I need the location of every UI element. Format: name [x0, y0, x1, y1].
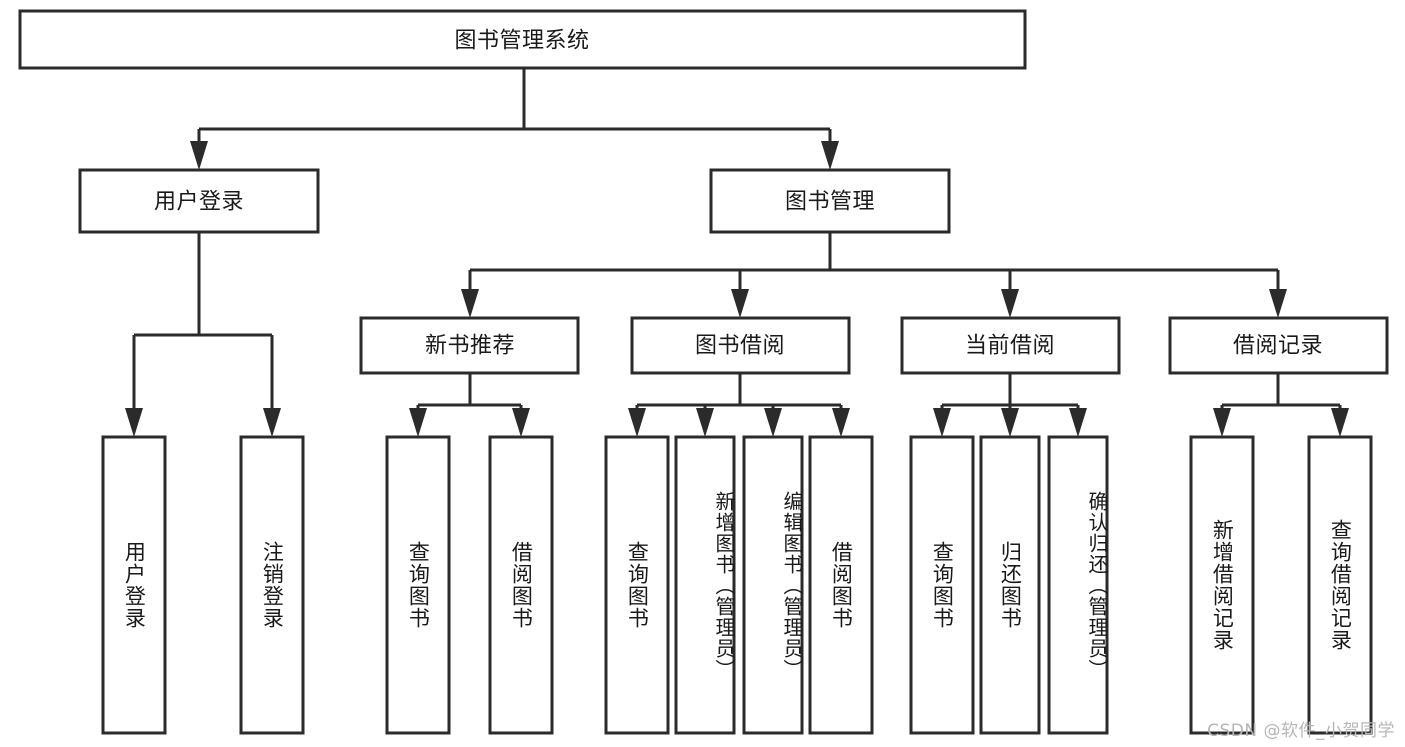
node-book-borrow[interactable]: 图书借阅	[630, 316, 851, 375]
arrow-head-book-borrow	[731, 289, 749, 318]
arrow-head-leaf-query-book-3	[933, 408, 951, 437]
connector-current-borrow-to-leaves	[933, 373, 1087, 437]
arrow-head-leaf-borrow-book-2	[832, 408, 850, 437]
node-root-box[interactable]	[18, 9, 1027, 70]
node-leaf-borrow-book-2-box[interactable]	[808, 435, 874, 735]
arrow-head-book-management	[821, 141, 839, 170]
node-book-management-label: 图书管理	[785, 190, 875, 215]
arrow-head-leaf-query-book-2	[628, 408, 646, 437]
connector-root-to-tier2	[190, 68, 839, 170]
connector-book-management-to-tier3	[461, 232, 1287, 318]
arrow-head-leaf-edit-book	[764, 408, 782, 437]
node-current-borrow-box[interactable]	[900, 316, 1121, 375]
node-new-book-recommend-box[interactable]	[359, 316, 580, 375]
connector-borrow-record-to-leaves	[1213, 373, 1349, 437]
arrow-head-leaf-query-book-1	[409, 408, 427, 437]
node-book-management-box[interactable]	[709, 168, 951, 234]
leaf-boxes	[101, 435, 1373, 735]
node-book-borrow-label: 图书借阅	[695, 334, 785, 359]
node-leaf-query-book-1-box[interactable]	[385, 435, 451, 735]
node-leaf-add-record-box[interactable]	[1189, 435, 1255, 735]
arrow-head-leaf-confirm-return	[1069, 408, 1087, 437]
arrow-head-leaf-user-login	[125, 408, 143, 437]
node-borrow-record[interactable]: 借阅记录	[1168, 316, 1389, 375]
node-root[interactable]: 图书管理系统	[18, 9, 1027, 70]
arrow-head-leaf-add-record	[1213, 408, 1231, 437]
node-borrow-record-label: 借阅记录	[1233, 334, 1323, 359]
node-leaf-confirm-return-box[interactable]	[1047, 435, 1109, 735]
arrow-head-leaf-add-book	[696, 408, 714, 437]
arrow-head-leaf-query-record	[1331, 408, 1349, 437]
connector-new-book-recommend-to-leaves	[409, 373, 530, 437]
arrow-head-leaf-return-book	[1001, 408, 1019, 437]
node-leaf-query-record-box[interactable]	[1307, 435, 1373, 735]
node-user-login-box[interactable]	[78, 168, 320, 234]
node-leaf-add-book-box[interactable]	[674, 435, 736, 735]
node-root-label: 图书管理系统	[454, 29, 589, 54]
node-user-login[interactable]: 用户登录	[78, 168, 320, 234]
node-borrow-record-box[interactable]	[1168, 316, 1389, 375]
node-leaf-return-book-box[interactable]	[979, 435, 1041, 735]
node-current-borrow[interactable]: 当前借阅	[900, 316, 1121, 375]
arrow-head-current-borrow	[1001, 289, 1019, 318]
arrow-head-user-login	[190, 141, 208, 170]
node-leaf-user-login-box[interactable]	[101, 435, 167, 735]
node-new-book-recommend-label: 新书推荐	[425, 334, 515, 359]
node-book-management[interactable]: 图书管理	[709, 168, 951, 234]
node-new-book-recommend[interactable]: 新书推荐	[359, 316, 580, 375]
connector-book-borrow-to-leaves	[628, 373, 850, 437]
csdn-watermark: CSDN @软件_小贺同学	[1207, 721, 1395, 741]
node-leaf-borrow-book-1-box[interactable]	[488, 435, 554, 735]
connector-user-login-to-leaves	[125, 232, 281, 437]
arrow-head-leaf-user-logout	[263, 408, 281, 437]
arrow-head-leaf-borrow-book-1	[512, 408, 530, 437]
node-leaf-query-book-2-box[interactable]	[604, 435, 670, 735]
node-book-borrow-box[interactable]	[630, 316, 851, 375]
arrow-head-borrow-record	[1269, 289, 1287, 318]
node-leaf-query-book-3-box[interactable]	[909, 435, 975, 735]
node-current-borrow-label: 当前借阅	[965, 334, 1055, 359]
node-leaf-user-logout-box[interactable]	[239, 435, 305, 735]
node-user-login-label: 用户登录	[154, 190, 244, 215]
node-leaf-edit-book-box[interactable]	[742, 435, 804, 735]
arrow-head-new-book-recommend	[461, 289, 479, 318]
